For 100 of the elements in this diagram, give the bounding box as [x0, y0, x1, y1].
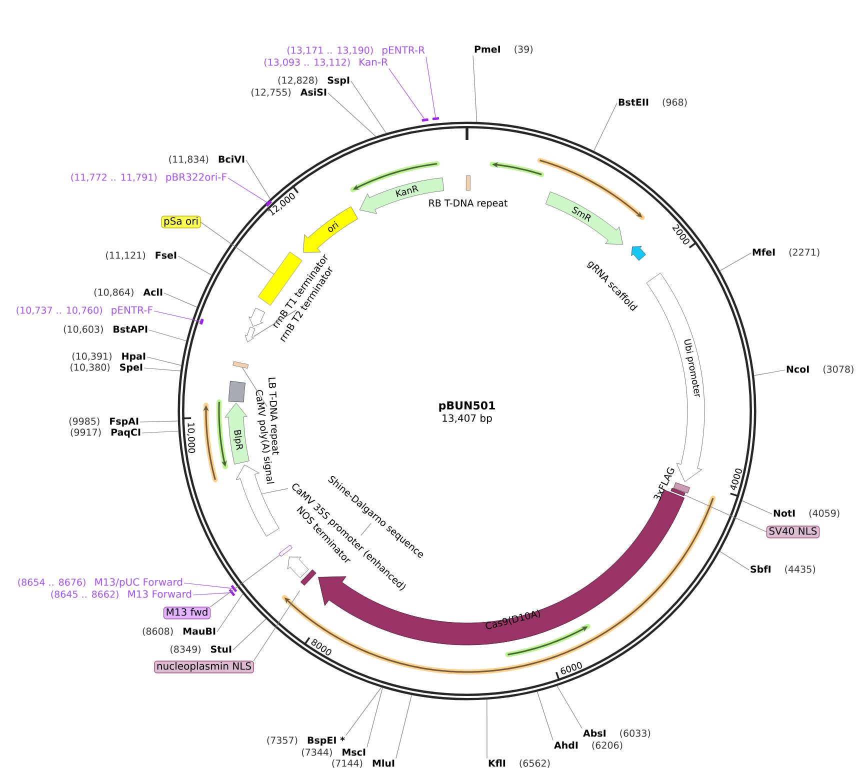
enzyme-label: SpeI — [120, 364, 142, 373]
site-position: (8608) — [142, 627, 173, 636]
site-position: (9917) — [70, 428, 101, 437]
leader-line — [148, 330, 187, 342]
leader-line — [594, 102, 618, 152]
feature-tag: SV40 NLS — [766, 526, 820, 538]
leader-line — [742, 500, 772, 514]
site-position: (968) — [662, 98, 687, 107]
feature-tag: nucleoplasmin NLS — [154, 660, 254, 674]
site-position: (6033) — [620, 729, 650, 738]
leader-line — [164, 292, 198, 308]
feature-tag: pSa ori — [161, 216, 201, 228]
primer-label: pENTR-F — [112, 306, 152, 316]
leader-line — [192, 592, 232, 596]
enzyme-label: AbsI — [583, 729, 606, 737]
leader-line — [556, 686, 582, 729]
primer-range: (8645 .. 8662) — [51, 590, 118, 599]
enzyme-label: BspEI * — [308, 736, 345, 746]
site-position: (39) — [514, 45, 533, 54]
leader-line — [232, 618, 266, 650]
primer-range: (13,171 .. 13,190) — [287, 46, 373, 55]
site-position: (11,121) — [106, 251, 146, 260]
scale-label: 6000 — [560, 662, 582, 674]
leader-line — [146, 356, 182, 366]
enzyme-label: MluI — [372, 759, 394, 767]
enzyme-label: FseI — [156, 252, 176, 259]
primer-range: (13,093 .. 13,112) — [264, 58, 350, 67]
site-position: (2271) — [789, 248, 820, 257]
origin-block: ori — [303, 206, 358, 253]
leader-line — [472, 55, 478, 122]
leader-line — [178, 256, 212, 276]
site-position: (8349) — [170, 645, 200, 654]
site-position: (6206) — [592, 741, 622, 750]
leader-line — [262, 488, 288, 494]
enzyme-label: AsiSI — [300, 88, 326, 96]
enzyme-label: KflI — [488, 759, 506, 767]
site-position: (4435) — [785, 565, 816, 574]
enzyme-label: MauBI — [183, 628, 216, 635]
enzyme-label: PmeI — [474, 46, 500, 53]
leader-line — [754, 370, 786, 376]
enzyme-label: BstEII — [618, 98, 648, 106]
leader-line — [486, 699, 488, 759]
primer-site-mark — [278, 544, 292, 557]
site-position: (11,834) — [169, 155, 208, 164]
repeat-bar — [232, 361, 249, 369]
primer-label: pBR322ori-F — [166, 173, 226, 183]
enzyme-label: SbfI — [750, 565, 770, 573]
primer-mark — [230, 584, 238, 592]
signal-bar — [300, 569, 316, 586]
primer-label: M13 Forward — [128, 590, 192, 598]
site-position: (3078) — [823, 365, 854, 374]
site-position: (10,603) — [64, 325, 103, 334]
enzyme-label: PaqCI — [111, 428, 140, 438]
scale-label: 4000 — [730, 468, 742, 490]
site-position: (12,755) — [252, 88, 291, 97]
leader-line — [684, 494, 768, 532]
leader-line — [350, 80, 387, 134]
feature-tag: M13 fwd — [164, 606, 210, 620]
leader-line — [720, 551, 750, 570]
enzyme-label: NcoI — [786, 366, 809, 373]
plasmid-name: pBUN501 — [439, 401, 495, 412]
leader-line — [426, 56, 436, 118]
gene-block: BlpR — [224, 402, 250, 464]
enzyme-label: HpaI — [122, 352, 146, 362]
leader-line — [200, 222, 274, 275]
leader-line — [242, 367, 268, 407]
enzyme-label: MscI — [342, 748, 366, 756]
primer-mark — [228, 588, 236, 596]
leader-line — [210, 554, 280, 608]
site-position: (7357) — [267, 736, 298, 745]
leader-line — [346, 686, 382, 736]
leader-line — [246, 160, 270, 200]
enzyme-label: StuI — [211, 646, 232, 653]
leader-line — [720, 252, 752, 271]
primer-mark — [422, 118, 428, 122]
enzyme-label: FspAI — [110, 418, 138, 427]
leader-line — [388, 68, 425, 120]
leader-line — [216, 593, 244, 632]
site-position: (9985) — [69, 417, 100, 426]
scale-label: 10,000 — [187, 422, 196, 453]
leader-line — [154, 310, 201, 322]
site-position: (4059) — [809, 509, 840, 518]
leader-line — [366, 687, 383, 748]
leader-line — [144, 368, 181, 372]
primer-mark — [199, 318, 204, 325]
leader-line — [396, 694, 412, 759]
plasmid-size: 13,407 bp — [442, 414, 492, 424]
site-position: (10,380) — [70, 363, 110, 372]
primer-label: Kan-R — [360, 58, 388, 66]
primer-label: M13/pUC Forward — [95, 578, 182, 588]
enzyme-label: NotI — [774, 510, 795, 517]
primer-label: pENTR-R — [382, 46, 425, 56]
site-position: (6562) — [520, 759, 550, 768]
feature-label: LB T-DNA repeat — [268, 378, 280, 455]
site-position: (7144) — [332, 759, 362, 768]
primer-range: (8654 .. 8676) — [18, 578, 86, 587]
enzyme-label: AclI — [143, 288, 162, 296]
site-position: (10,864) — [94, 288, 134, 297]
terminator-block — [244, 326, 256, 342]
enzyme-label: BciVI — [218, 155, 244, 163]
